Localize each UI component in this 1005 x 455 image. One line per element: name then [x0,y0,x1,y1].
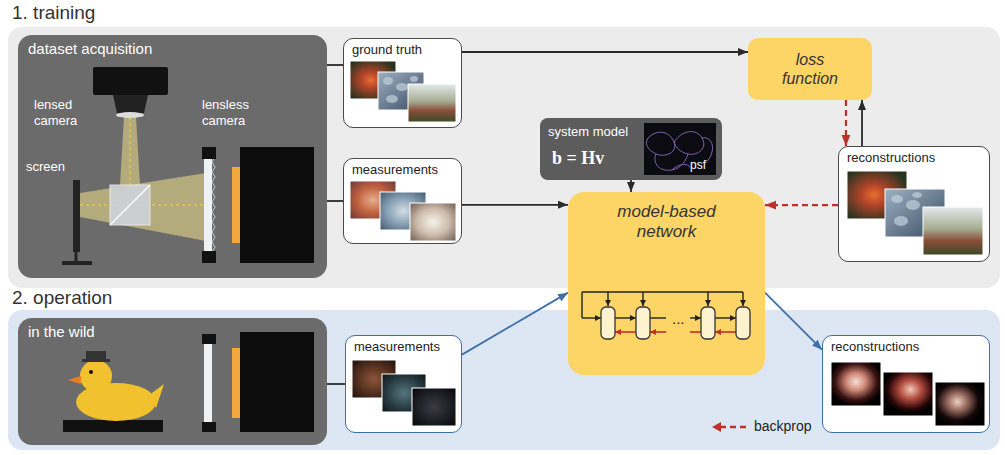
section-title: 2. operation [12,287,112,310]
image-box: measurements [345,335,462,433]
formula: b = Hv [552,148,604,170]
box-title: model-based network [601,202,732,243]
legend-entry: backprop [712,418,822,438]
section-panel: 1. training dataset acquisitionlensed ca… [8,27,1000,288]
box-title: reconstructions [847,150,935,166]
box-title: reconstructions [831,339,919,355]
box-title: loss function [770,50,850,88]
network-box: model-based network... [568,192,765,375]
section-title: 1. training [12,2,95,25]
connector-arrow [861,100,863,146]
image-box: reconstructions [822,335,990,433]
setup-box: dataset acquisition lensed camera lensless… [18,35,327,278]
box-title: measurements [352,162,438,178]
image-box: reconstructions [838,146,990,262]
connector-arrow [765,204,838,206]
connector-arrow [462,293,568,355]
panel-background [8,27,1000,288]
connector-arrow [765,293,822,350]
box-title: measurements [354,339,440,355]
box-title: dataset acquisition [28,40,152,58]
box-title: in the wild [28,323,95,341]
legend-label: backprop [754,418,812,435]
box-title: system model [548,124,628,140]
connector-arrow [630,180,632,192]
connector-arrow [327,64,343,66]
image-box: ground truth [343,38,462,128]
connector-arrow [462,204,568,206]
image-label: psf [690,158,706,172]
part-label: screen [26,159,65,175]
part-label: lensless camera [202,97,274,128]
connector-arrow [327,200,343,202]
part-label: lensed camera [34,97,90,128]
connector-arrow [462,51,748,53]
legend-line-sample [712,418,748,436]
process-box: loss function [748,38,872,100]
ellipsis-label: ... [672,310,685,328]
model-box: system model b = Hv psf [540,118,722,180]
connector-arrow [327,383,345,385]
scene-box: in the wild [18,318,327,445]
image-box: measurements [343,158,462,244]
section-panel: 2. operation in the wild measurements re… [8,310,1000,450]
setup-illustration [18,35,327,278]
box-title: ground truth [352,42,422,58]
connector-arrow [845,100,847,146]
